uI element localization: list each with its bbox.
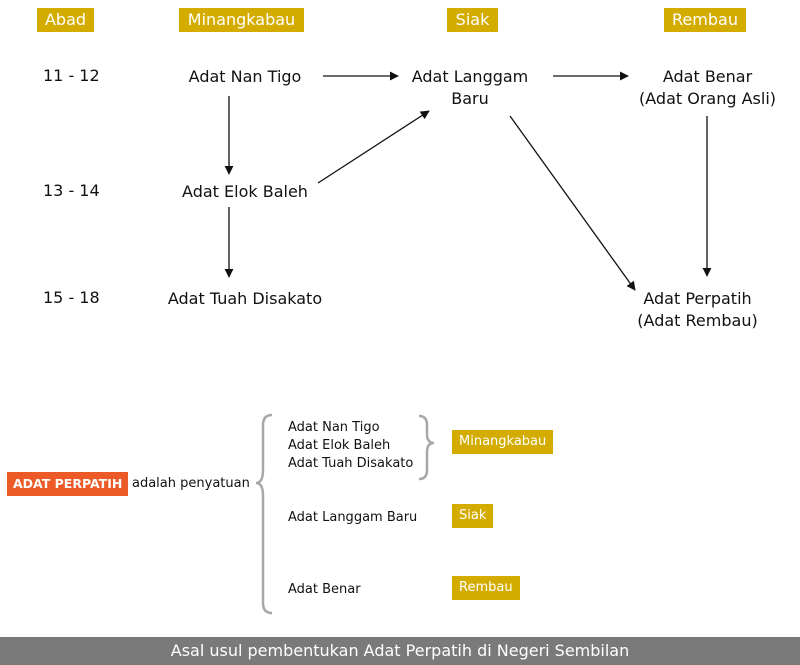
node-adat-nan-tigo: Adat Nan Tigo — [188, 67, 302, 86]
node-adat-perpatih-line2: (Adat Rembau) — [637, 311, 758, 330]
arrow-langgam-to-perpatih — [509, 115, 636, 291]
node-adat-langgam-baru-line2: Baru — [451, 89, 489, 108]
node-adat-tuah-disakato: Adat Tuah Disakato — [167, 289, 323, 308]
tag-siak: Siak — [452, 504, 494, 528]
adat-perpatih-badge: ADAT PERPATIH — [7, 472, 129, 496]
group2-item: Adat Langgam Baru — [288, 510, 418, 525]
caption-footer: Asal usul pembentukan Adat Perpatih di N… — [0, 637, 800, 665]
group1-item: Adat Tuah Disakato — [288, 456, 414, 471]
node-adat-elok-baleh: Adat Elok Baleh — [182, 182, 308, 201]
right-brace — [418, 414, 435, 481]
era-15-18: 15 - 18 — [43, 288, 100, 307]
header-rembau: Rembau — [664, 8, 746, 32]
node-adat-langgam-baru-line1: Adat Langgam — [411, 67, 529, 86]
group1-item: Adat Elok Baleh — [288, 438, 391, 453]
node-adat-perpatih: Adat Perpatih (Adat Rembau) — [615, 288, 780, 332]
node-adat-perpatih-line1: Adat Perpatih — [643, 289, 752, 308]
node-adat-benar-line2: (Adat Orang Asli) — [639, 89, 776, 108]
era-13-14: 13 - 14 — [43, 181, 100, 200]
arrow-elokbaleh-to-langgam — [317, 110, 430, 184]
header-abad: Abad — [37, 8, 94, 32]
left-brace — [255, 413, 273, 615]
tag-minangkabau: Minangkabau — [452, 430, 554, 454]
group3-item: Adat Benar — [288, 582, 361, 597]
node-adat-benar-line1: Adat Benar — [662, 67, 753, 86]
tag-rembau: Rembau — [452, 576, 520, 600]
group1-list: Adat Nan Tigo Adat Elok Baleh Adat Tuah … — [288, 419, 413, 473]
node-adat-benar: Adat Benar (Adat Orang Asli) — [620, 66, 795, 110]
header-minangkabau: Minangkabau — [179, 8, 304, 32]
era-11-12: 11 - 12 — [43, 66, 100, 85]
header-siak: Siak — [447, 8, 498, 32]
group1-item: Adat Nan Tigo — [288, 420, 380, 435]
summary-text: adalah penyatuan — [132, 476, 250, 491]
node-adat-langgam-baru: Adat Langgam Baru — [395, 66, 545, 110]
